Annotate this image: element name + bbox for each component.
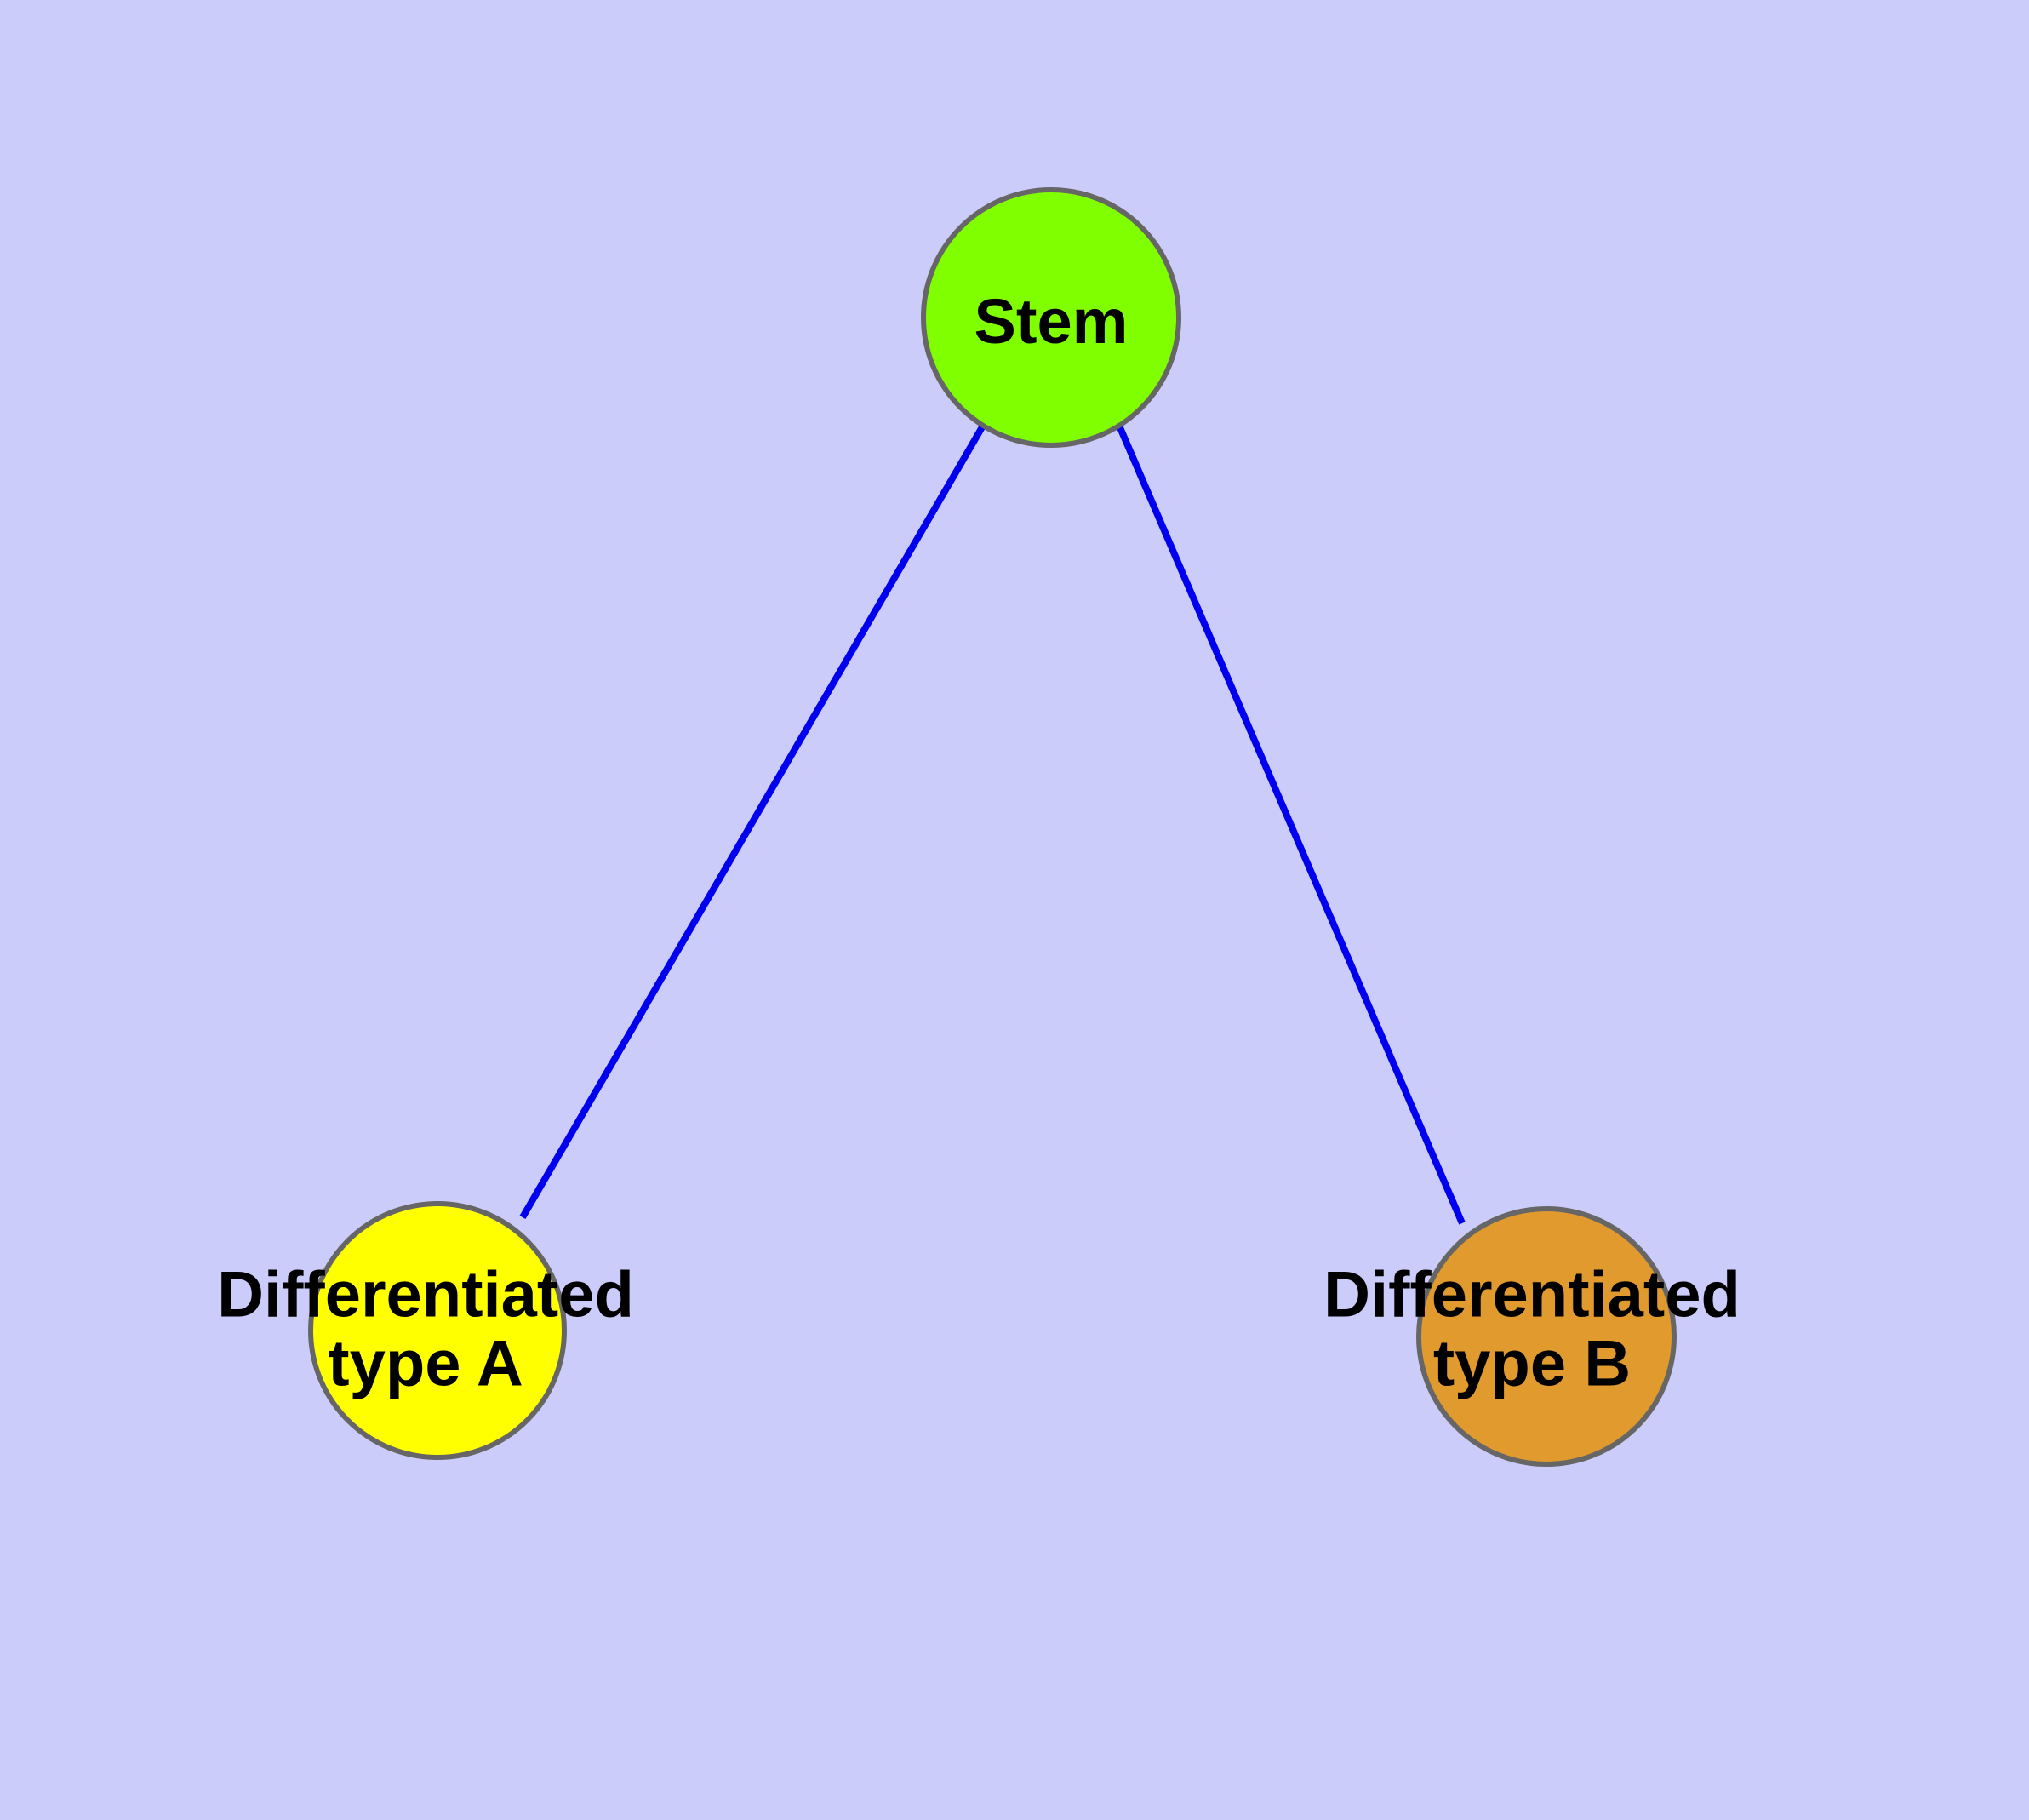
node-diff-a[interactable] (308, 1201, 567, 1460)
node-stem[interactable] (921, 187, 1181, 448)
edge-stem-to-diff-b[interactable] (1116, 424, 1466, 1225)
edges-layer (519, 423, 1466, 1225)
edge-stem-to-diff-a[interactable] (519, 423, 986, 1220)
node-diff-b[interactable] (1416, 1206, 1677, 1467)
nodes-layer (308, 187, 1677, 1467)
